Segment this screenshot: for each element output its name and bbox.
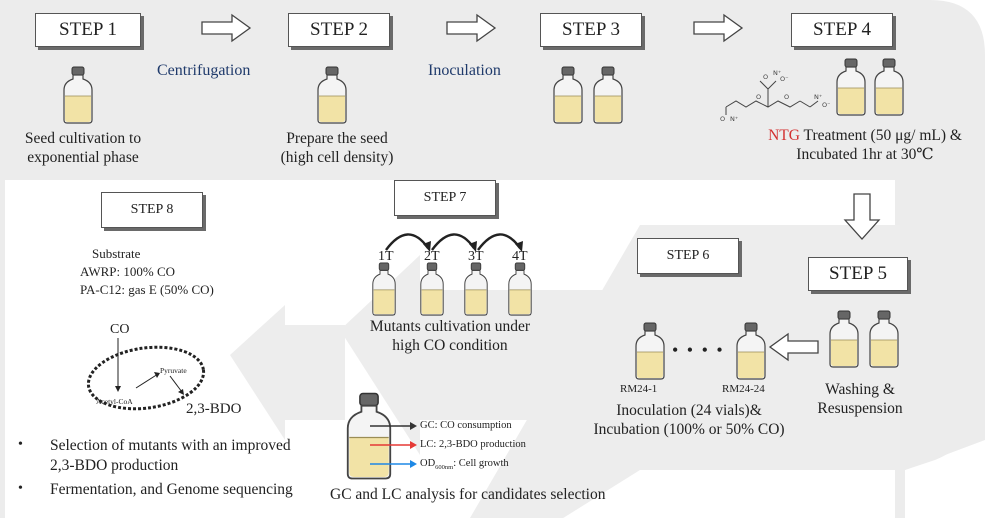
rm24-24-label: RM24-24 [722,383,765,395]
analysis-arrows [370,422,417,468]
svg-text:N⁺: N⁺ [730,115,738,123]
step5-caption-line2: Resuspension [817,400,903,417]
pyruvate-label: Pyruvate [160,366,187,375]
vial-4t [508,262,532,316]
transfer-2t: 2T [424,249,440,264]
rm24-1-label: RM24-1 [620,383,658,395]
bullet-1-line1: Selection of mutants with an improved [50,437,291,454]
step7-caption: Mutants cultivation under high CO condit… [345,317,555,355]
dots-ellipsis: • • • • [672,340,725,360]
step-1-box: STEP 1 [35,13,141,47]
arrow-step3-to-step4 [693,13,744,43]
arrow-step1-to-step2 [201,13,252,43]
step4-caption-rest: Treatment (50 μg/ mL) & [799,127,962,144]
step-5-box: STEP 5 [808,257,908,291]
step7-caption-line2: high CO condition [392,337,508,354]
vial-3t [464,262,488,316]
step7-caption-line1: Mutants cultivation under [369,318,531,335]
step-8-box: STEP 8 [101,192,203,228]
od-label: OD600nm: Cell growth [420,458,509,471]
vial-step1 [63,66,93,124]
vial-step3-b [593,66,623,124]
arrow-step5-to-step6 [768,332,819,362]
vial-1t [372,262,396,316]
svg-text:O: O [784,93,789,101]
inoculation-label: Inoculation [428,62,501,79]
step6-caption-line2: Incubation (100% or 50% CO) [593,421,785,438]
cell-pathway-diagram [86,338,206,411]
vial-step4-b [874,58,904,116]
step4-caption-line2: Incubated 1hr at 30℃ [796,146,934,163]
analysis-caption: GC and LC analysis for candidates select… [330,486,606,503]
svg-text:O⁻: O⁻ [822,101,830,109]
gc-label: GC: CO consumption [420,420,512,431]
step1-caption-line1: Seed cultivation to [24,130,142,147]
arrow-step4-to-step5 [843,193,881,240]
od-text: OD [420,458,436,469]
transfer-4t: 4T [512,249,528,264]
step4-caption: NTG Treatment (50 μg/ mL) & Incubated 1h… [735,126,995,164]
pac12-label: PA-C12: gas E (50% CO) [80,282,214,297]
vial-rm24-1 [635,322,665,380]
step2-caption-line1: Prepare the seed [286,130,388,147]
step5-caption: Washing & Resuspension [800,380,920,418]
bullet-1-line2: 2,3-BDO production [50,457,179,474]
svg-text:O: O [763,73,768,81]
vial-step5-a [829,310,859,368]
od-subscript: 600nm [435,464,454,472]
vial-2t [420,262,444,316]
step-7-box: STEP 7 [394,180,496,216]
step1-caption-line2: exponential phase [27,149,139,166]
step6-caption: Inoculation (24 vials)& Incubation (100%… [574,401,804,439]
svg-text:N⁺: N⁺ [773,69,781,77]
co-label: CO [110,322,130,337]
ntg-label: NTG [768,127,800,144]
awrp-label: AWRP: 100% CO [80,264,176,279]
step2-caption-line2: (high cell density) [280,149,394,166]
transfer-3t: 3T [468,249,484,264]
bullet-1-marker: • [18,437,23,452]
bullet-2-marker: • [18,481,23,496]
transfer-1t: 1T [378,249,394,264]
step5-caption-line1: Washing & [825,381,895,398]
acetyl-coa-label: Acetyl-CoA [96,397,133,406]
bdo-label: 2,3-BDO [186,401,242,417]
lc-label: LC: 2,3-BDO production [420,439,526,450]
vial-step4-a [836,58,866,116]
vial-step2 [317,66,347,124]
vial-rm24-24 [736,322,766,380]
step1-caption: Seed cultivation to exponential phase [8,129,158,167]
svg-text:N⁺: N⁺ [814,93,822,101]
step-2-box: STEP 2 [288,13,390,47]
bullet-2-text: Fermentation, and Genome sequencing [50,481,293,498]
step-4-box: STEP 4 [791,13,893,47]
transfer-arcs [385,233,523,252]
substrate-label: Substrate [92,246,141,261]
step6-caption-line1: Inoculation (24 vials)& [616,402,762,419]
step-3-box: STEP 3 [540,13,642,47]
vial-step5-b [869,310,899,368]
step2-caption: Prepare the seed (high cell density) [262,129,412,167]
step-6-box: STEP 6 [637,238,739,274]
od-rest: : Cell growth [453,458,509,469]
svg-text:O: O [720,115,725,123]
arrow-step2-to-step3 [446,13,497,43]
svg-text:O: O [756,93,761,101]
vial-step3-a [553,66,583,124]
svg-text:O⁻: O⁻ [780,75,789,83]
centrifugation-label: Centrifugation [157,62,251,79]
